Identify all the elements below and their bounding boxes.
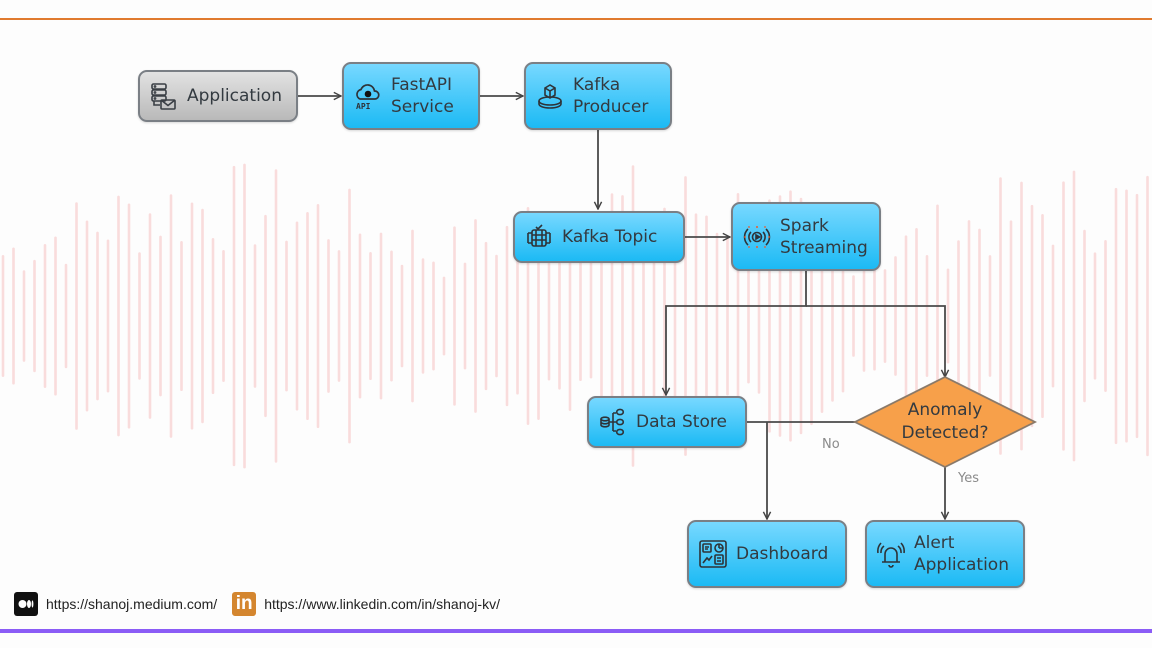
node-kafka-topic[interactable]: Kafka Topic <box>513 211 685 263</box>
linkedin-icon: in <box>232 592 257 616</box>
node-label: FastAPI Service <box>391 75 454 117</box>
edge-label-yes: Yes <box>958 471 979 486</box>
node-label: Kafka Producer <box>573 75 649 117</box>
footer-links: https://shanoj.medium.com/ in https://ww… <box>14 592 515 616</box>
cloud-api-icon: API <box>353 81 383 111</box>
svg-text:API: API <box>356 102 371 111</box>
database-tree-icon <box>598 407 628 437</box>
node-label: Application <box>187 86 282 106</box>
broadcast-play-icon <box>742 222 772 252</box>
server-mail-icon <box>149 81 179 111</box>
edge-spark-anomaly <box>806 305 945 377</box>
node-alert-application[interactable]: Alert Application <box>865 520 1025 588</box>
node-data-store[interactable]: Data Store <box>587 396 747 448</box>
node-fastapi-service[interactable]: API FastAPI Service <box>342 62 480 130</box>
node-label: Kafka Topic <box>562 227 658 247</box>
node-dashboard[interactable]: Dashboard <box>687 520 847 588</box>
node-label: Spark Streaming <box>780 215 868 258</box>
linkedin-link[interactable]: https://www.linkedin.com/in/shanoj-kv/ <box>264 596 500 612</box>
bottom-accent-rule <box>0 629 1152 633</box>
top-accent-rule <box>0 18 1152 20</box>
medium-icon <box>14 592 38 616</box>
node-label: Dashboard <box>736 544 829 564</box>
node-label: Data Store <box>636 412 727 432</box>
edge-label-no: No <box>822 437 840 452</box>
node-spark-streaming[interactable]: Spark Streaming <box>731 202 881 271</box>
dashboard-icon <box>698 539 728 569</box>
decision-label: Anomaly Detected? <box>901 400 989 443</box>
decision-anomaly-detected[interactable] <box>852 375 1038 469</box>
node-kafka-producer[interactable]: Kafka Producer <box>524 62 672 130</box>
edge-spark-datastore <box>666 271 807 395</box>
package-conveyor-icon <box>535 81 565 111</box>
alarm-bell-icon <box>876 539 906 569</box>
node-application[interactable]: Application <box>138 70 298 122</box>
medium-link[interactable]: https://shanoj.medium.com/ <box>46 596 218 612</box>
queue-topic-icon <box>524 222 554 252</box>
node-label: Alert Application <box>914 533 1009 575</box>
